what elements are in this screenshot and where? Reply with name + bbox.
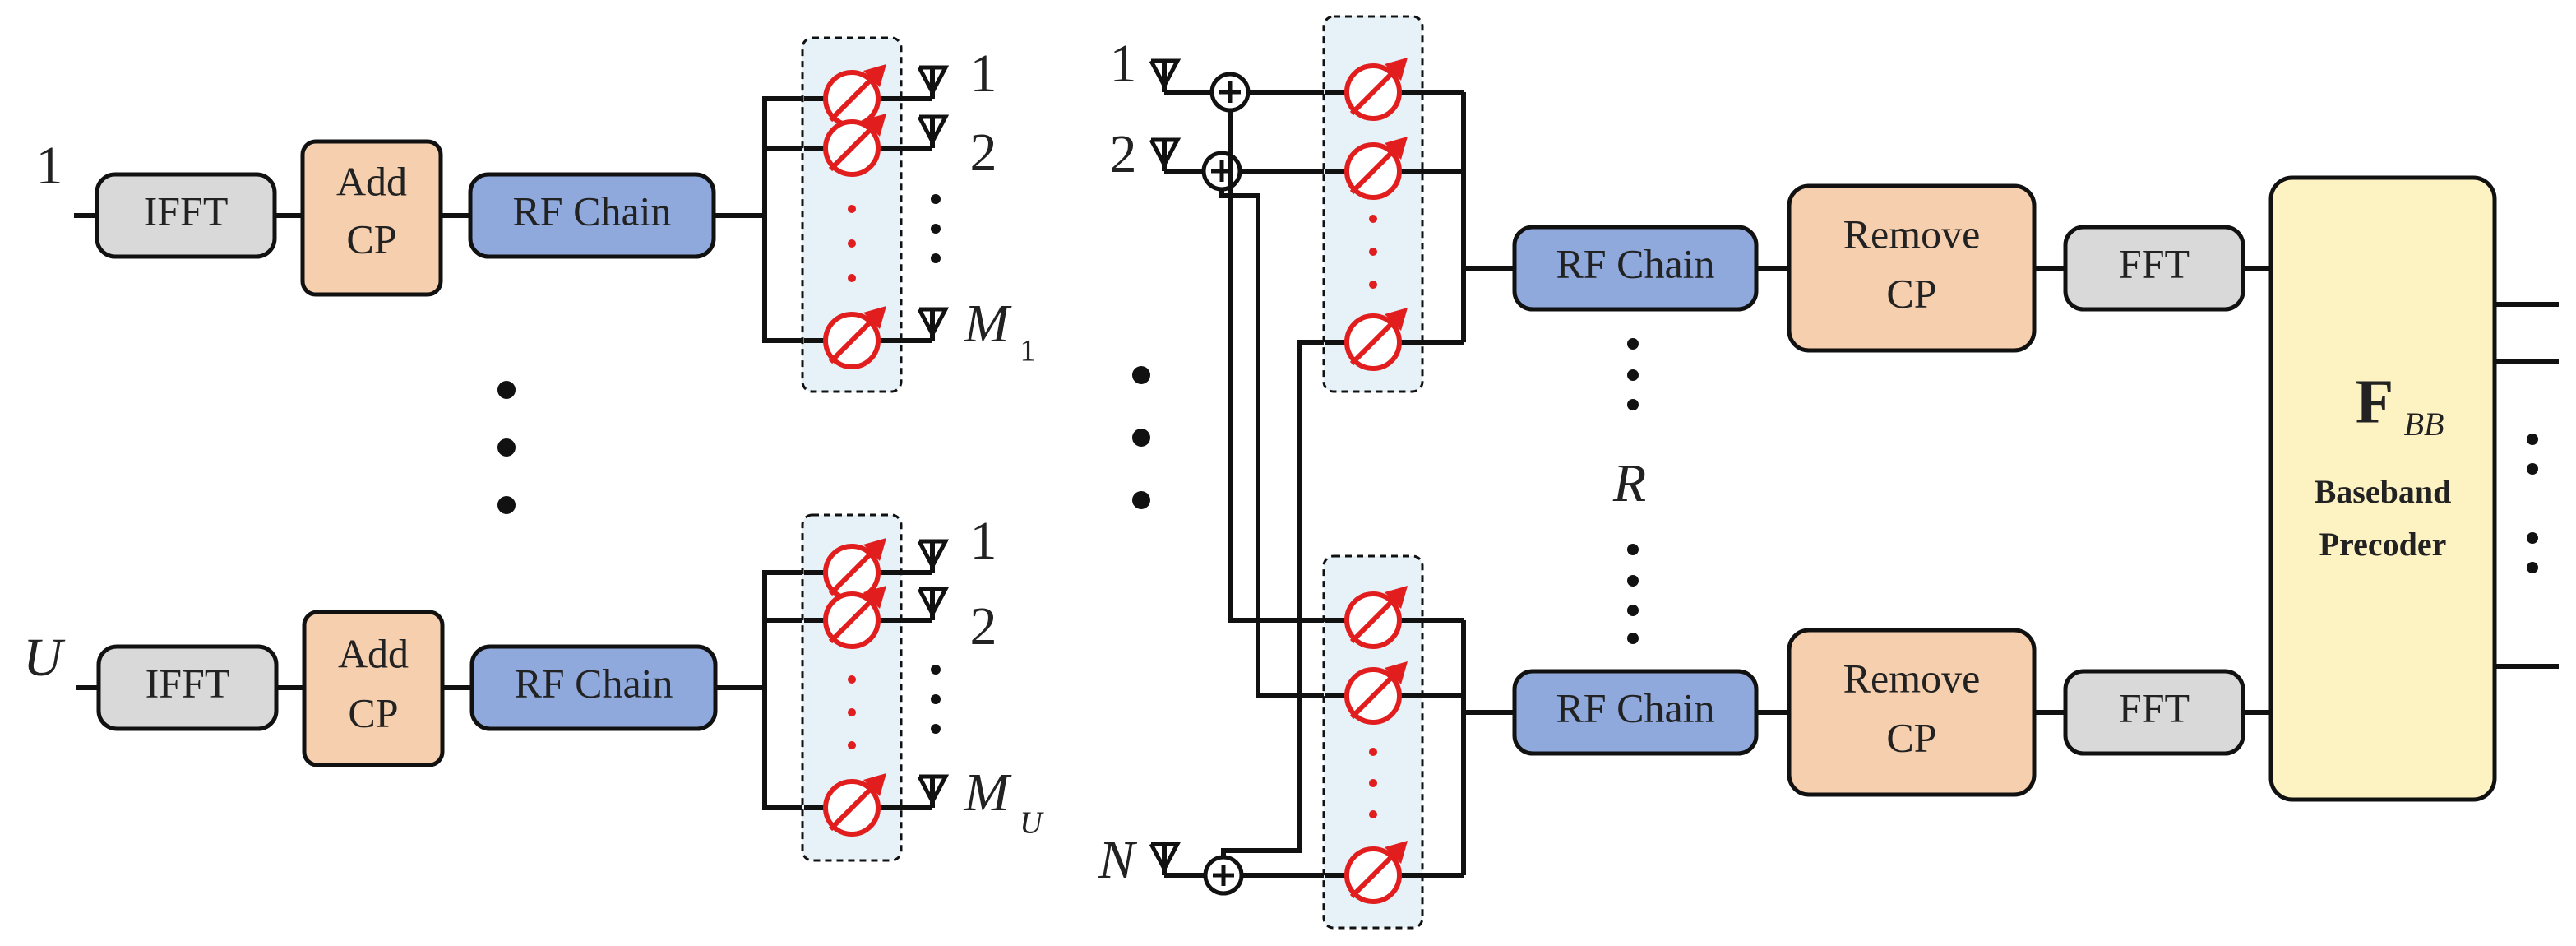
txu-antenna-label-2: 2 <box>970 596 997 656</box>
phase-shifter-group-rx-1 <box>1322 15 1424 393</box>
antenna-icon <box>919 777 946 808</box>
addcp-label-1a: Add <box>336 158 407 204</box>
precoder-label-1: Baseband <box>2315 473 2452 510</box>
antenna-icon <box>919 67 946 99</box>
ellipsis-dots-icon <box>1132 366 1150 509</box>
rfchain-label-tx-u: RF Chain <box>514 660 673 706</box>
antenna-icon <box>919 309 946 341</box>
user-1-label: 1 <box>36 136 63 196</box>
tx1-antenna-label-m: M <box>964 294 1013 354</box>
adder-icon <box>1212 74 1248 110</box>
adder-icon <box>1204 153 1240 189</box>
tx1-antenna-label-1: 1 <box>970 44 997 104</box>
tx1-antenna-label-m-sub: 1 <box>1020 334 1036 369</box>
rf-count-label: R <box>1612 453 1646 513</box>
rfchain-label-tx-1: RF Chain <box>512 188 671 234</box>
ellipsis-dots-icon <box>1627 338 1639 644</box>
rfchain-label-rx-1: RF Chain <box>1556 240 1714 286</box>
adder-icon <box>1205 857 1242 893</box>
txu-antenna-label-m: M <box>964 763 1013 823</box>
removecp-label-rb: CP <box>1886 714 1936 760</box>
removecp-label-ra: Remove <box>1843 655 1981 701</box>
antenna-icon <box>919 117 946 148</box>
baseband-precoder-block <box>2268 175 2497 802</box>
addcp-label-ua: Add <box>338 630 409 676</box>
ellipsis-dots-icon <box>2527 434 2538 573</box>
txu-antenna-label-1: 1 <box>970 511 997 571</box>
phase-shifter-group-rx-r <box>1322 554 1424 930</box>
fft-label-r: FFT <box>2119 684 2190 730</box>
precoder-label-2: Precoder <box>2319 526 2447 563</box>
antenna-icon <box>1151 844 1177 875</box>
antenna-icon <box>1151 140 1177 171</box>
rx-antenna-label-n: N <box>1098 830 1138 890</box>
precoder-symbol: F <box>2356 367 2393 436</box>
removecp-label-1b: CP <box>1886 270 1936 316</box>
rfchain-label-rx-r: RF Chain <box>1556 684 1714 730</box>
tx-chain-user-u: U IFFT Add CP RF Chain 1 2 M U <box>23 511 1044 862</box>
user-u-label: U <box>23 628 66 688</box>
antenna-icon <box>1151 61 1177 92</box>
fft-label-1: FFT <box>2119 240 2190 286</box>
ifft-label-1: IFFT <box>144 188 229 234</box>
ifft-label-u: IFFT <box>146 660 230 706</box>
ellipsis-dots-icon <box>497 381 516 514</box>
antenna-icon <box>919 541 946 573</box>
antenna-icon <box>919 589 946 620</box>
removecp-label-1a: Remove <box>1843 211 1981 257</box>
rx-antenna-label-2: 2 <box>1110 124 1137 184</box>
addcp-label-1b: CP <box>346 216 396 262</box>
txu-antenna-label-m-sub: U <box>1020 806 1044 841</box>
tx1-antenna-label-2: 2 <box>970 123 997 183</box>
tx-chain-user-1: 1 IFFT Add CP RF Chain 1 2 M 1 <box>36 36 1036 393</box>
precoder-symbol-sub: BB <box>2404 406 2444 443</box>
rx-antenna-label-1: 1 <box>1110 34 1137 94</box>
addcp-label-ub: CP <box>348 689 398 735</box>
receiver: 1 2 N <box>1098 15 2559 930</box>
